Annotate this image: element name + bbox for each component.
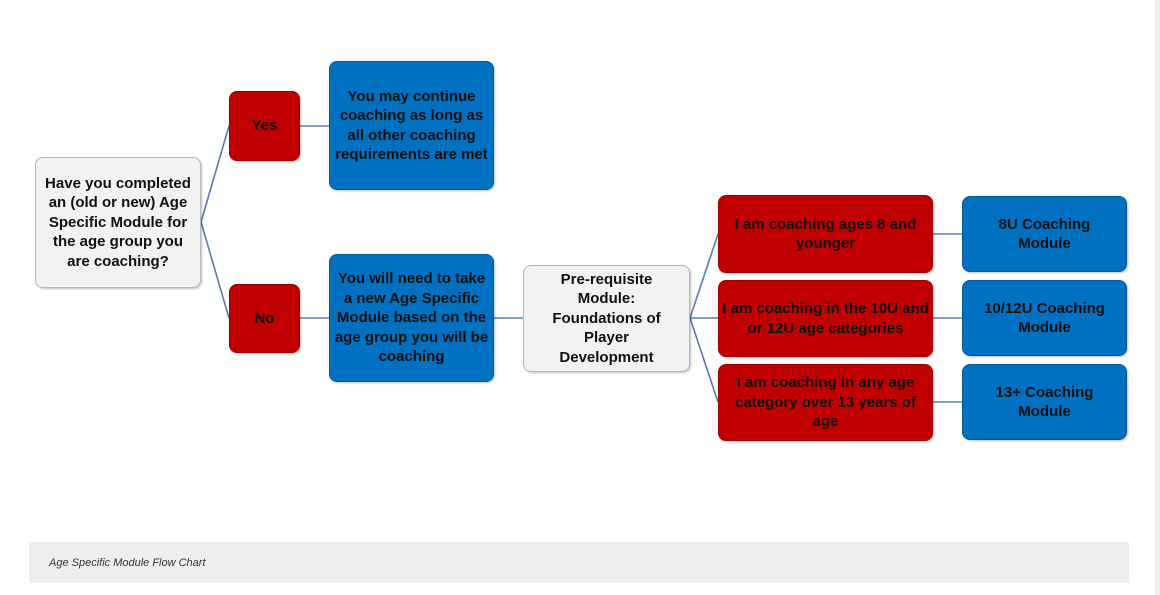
yes-node: Yes [229,91,300,161]
connector-question-yes [200,125,230,223]
option-condition-13plus: I am coaching in any age category over 1… [718,364,933,441]
yes-outcome-node: You may continue coaching as long as all… [329,61,494,190]
caption-text: Age Specific Module Flow Chart [49,556,206,569]
no-outcome-node: You will need to take a new Age Specific… [329,254,494,382]
scrollbar-track[interactable] [1155,0,1160,595]
figure-caption: Age Specific Module Flow Chart [29,542,1129,583]
module-10-12u: 10/12U Coaching Module [962,280,1127,356]
option-condition-8u: I am coaching ages 8 and younger [718,195,933,273]
connector-prereq-option-1 [689,233,719,319]
question-node: Have you completed an (old or new) Age S… [35,157,201,288]
connector-question-no [200,221,230,319]
prerequisite-node: Pre-requisite Module: Foundations of Pla… [523,265,690,372]
option-condition-10-12u: I am coaching in the 10U and or 12U age … [718,280,933,357]
module-8u: 8U Coaching Module [962,196,1127,272]
module-13plus: 13+ Coaching Module [962,364,1127,440]
no-node: No [229,284,300,353]
connector-prereq-option-3 [689,317,719,403]
